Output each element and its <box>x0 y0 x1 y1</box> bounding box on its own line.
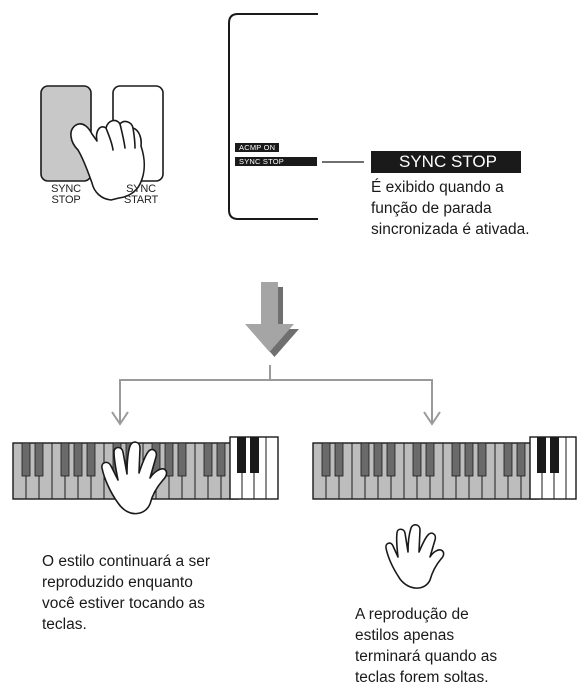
pointing-hand-icon <box>70 119 146 201</box>
right-caption: A reprodução de estilos apenas terminará… <box>355 604 570 688</box>
branch-arrows <box>111 365 441 426</box>
explanation-line1: É exibido quando a <box>371 179 504 196</box>
left-caption-line3: você estiver tocando as <box>42 595 205 612</box>
down-arrow-icon <box>245 282 299 357</box>
sync-start-label: SYNC START <box>113 184 169 206</box>
right-caption-line2: estilos apenas <box>355 627 455 644</box>
sync-stop-label-line2: STOP <box>51 194 81 206</box>
left-caption: O estilo continuará a ser reproduzido en… <box>42 551 282 635</box>
sync-stop-display-tag: SYNC STOP <box>235 157 317 166</box>
display-frame <box>228 13 318 220</box>
explanation-line2: função de parada <box>371 200 492 217</box>
sync-stop-label: SYNC STOP <box>41 184 91 206</box>
right-caption-line4: teclas forem soltas. <box>355 669 489 686</box>
explanation-text: É exibido quando a função de parada sinc… <box>371 177 576 240</box>
right-caption-line3: terminará quando as <box>355 648 498 665</box>
right-keyboard <box>312 436 577 500</box>
playing-hand-icon <box>101 441 168 515</box>
sync-stop-label-line1: SYNC <box>51 183 81 195</box>
lifted-hand-icon <box>385 524 445 589</box>
sync-stop-badge: SYNC STOP <box>371 151 521 173</box>
acmp-on-tag: ACMP ON <box>235 143 280 152</box>
left-caption-line1: O estilo continuará a ser <box>42 553 211 570</box>
explanation-line3: sincronizada é ativada. <box>371 221 530 238</box>
left-caption-line4: teclas. <box>42 616 87 633</box>
right-caption-line1: A reprodução de <box>355 606 469 623</box>
left-caption-line2: reproduzido enquanto <box>42 574 193 591</box>
sync-start-label-line2: START <box>123 194 159 206</box>
sync-start-label-line1: SYNC <box>126 183 156 195</box>
